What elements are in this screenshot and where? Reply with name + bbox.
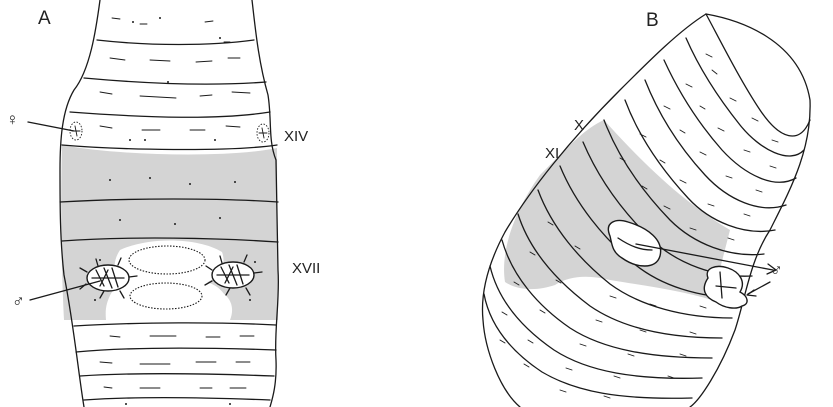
segment-label-xi: XI — [545, 145, 559, 162]
male-symbol-b: ♂ — [770, 261, 783, 280]
segment-label-xiv: XIV — [284, 128, 308, 145]
panel-b-lateral-view: B X XI ♂ — [482, 10, 810, 407]
male-symbol-a: ♂ — [12, 292, 25, 311]
panel-a-ventral-view: A XIV XVII ♀ ♂ — [6, 0, 320, 407]
segment-label-x: X — [574, 117, 584, 134]
segment-label-xvii: XVII — [292, 260, 320, 277]
panel-a-letter: A — [38, 8, 51, 29]
panel-b-letter: B — [646, 10, 659, 31]
female-symbol: ♀ — [6, 110, 19, 129]
